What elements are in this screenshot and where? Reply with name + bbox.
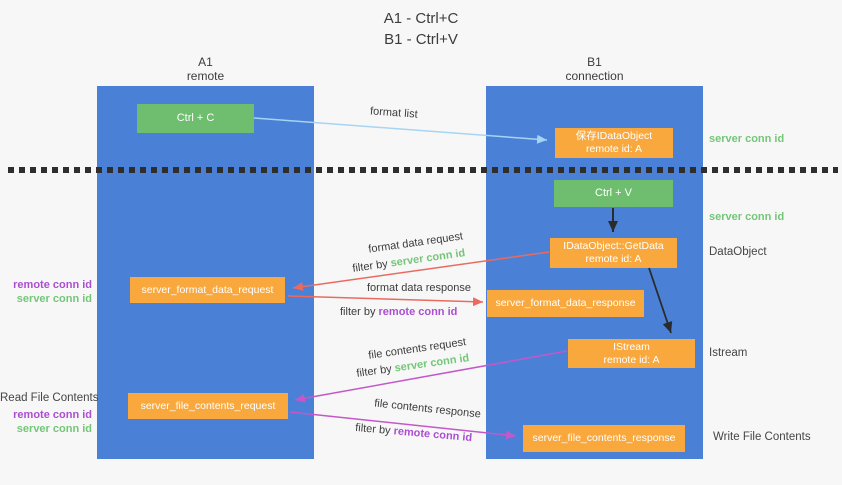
edge-filter-format-data-response: filter by remote conn id [340, 306, 457, 318]
annotation-remote-conn-id-1: remote conn id [13, 279, 92, 291]
node-server-file-contents-response: server_file_contents_response [523, 425, 685, 452]
annotation-server-conn-id-1: server conn id [16, 293, 92, 305]
node-istream: IStream remote id: A [568, 339, 695, 368]
lane-b1-name: B1 [587, 55, 602, 69]
annotation-remote-conn-id-2: remote conn id [13, 409, 92, 421]
annotation-server-conn-id-top: server conn id [709, 133, 785, 145]
edge-label-format-data-response: format data response [367, 282, 471, 294]
node-istream-line2: remote id: A [603, 353, 660, 366]
lane-a1-role: remote [186, 69, 225, 83]
node-istream-line1: IStream [613, 340, 650, 353]
node-ctrl-c: Ctrl + C [137, 104, 254, 133]
annotation-istream: Istream [709, 347, 748, 359]
annotation-conn-ids-lower: remote conn id server conn id [0, 408, 92, 436]
node-ctrl-v-label: Ctrl + V [595, 187, 632, 199]
title-line-1: A1 - Ctrl+C [383, 10, 459, 27]
node-server-file-contents-request: server_file_contents_request [128, 393, 288, 419]
annotation-dataobject: DataObject [709, 246, 767, 258]
title-line-2: B1 - Ctrl+V [384, 31, 458, 48]
lane-a1-name: A1 [198, 55, 213, 69]
lane-header-a1: A1 remote [97, 55, 314, 83]
node-ctrl-c-label: Ctrl + C [176, 112, 215, 124]
lane-header-b1: B1 connection [486, 55, 703, 83]
node-save-dataobject-line2: remote id: A [585, 143, 643, 155]
node-file-response-label: server_file_contents_response [532, 432, 676, 444]
annotation-conn-ids-upper: remote conn id server conn id [0, 278, 92, 306]
node-idataobject-getdata: IDataObject::GetData remote id: A [550, 238, 677, 268]
filter-key-remote-conn-id: remote conn id [378, 306, 458, 318]
node-ctrl-v: Ctrl + V [554, 180, 673, 207]
node-format-request-label: server_format_data_request [141, 283, 274, 296]
annotation-read-file-contents: Read File Contents [0, 392, 99, 404]
annotation-server-conn-id-mid: server conn id [709, 211, 785, 223]
node-server-format-data-request: server_format_data_request [130, 277, 285, 303]
node-getdata-line1: IDataObject::GetData [563, 240, 664, 252]
node-getdata-line2: remote id: A [585, 253, 642, 265]
filter-prefix: filter by [354, 421, 395, 438]
arrow-format-data-response [287, 295, 484, 307]
dotted-separator-line [8, 167, 838, 173]
lane-b1-role: connection [565, 69, 624, 83]
node-file-request-label: server_file_contents_request [140, 399, 276, 412]
edge-filter-file-contents-response: filter by remote conn id [355, 422, 473, 444]
filter-key-remote-conn-id: remote conn id [393, 425, 473, 445]
diagram-title: A1 - Ctrl+C B1 - Ctrl+V [0, 8, 842, 50]
annotation-server-conn-id-2: server conn id [16, 423, 92, 435]
filter-prefix: filter by [340, 306, 379, 318]
node-save-dataobject: 保存IDataObject remote id: A [555, 128, 673, 158]
node-save-dataobject-line1: 保存IDataObject [575, 130, 653, 142]
filter-prefix: filter by [351, 257, 392, 275]
annotation-write-file-contents: Write File Contents [713, 431, 811, 443]
node-format-response-label: server_format_data_response [495, 297, 636, 309]
node-server-format-data-response: server_format_data_response [487, 290, 644, 317]
edge-label-file-contents-response: file contents response [373, 397, 482, 421]
filter-prefix: filter by [355, 362, 396, 380]
edge-label-format-list: format list [369, 105, 419, 121]
